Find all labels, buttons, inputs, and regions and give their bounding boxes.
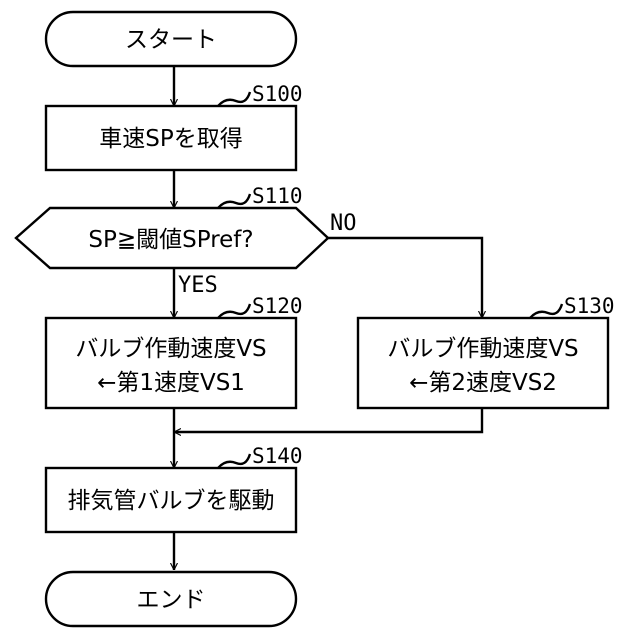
s100-label: 車速SPを取得 — [99, 126, 242, 152]
branch-no-label: NO — [330, 211, 357, 236]
s140-step-id: S140 — [252, 444, 303, 468]
end-label: エンド — [137, 587, 206, 613]
s130-label-line1: バルブ作動速度VS — [387, 336, 578, 362]
branch-yes-label: YES — [178, 273, 218, 298]
arrow-s110-no-to-s130 — [328, 238, 482, 318]
arrow-s130-merge — [174, 408, 482, 432]
s110-tag-leader — [218, 194, 250, 208]
s120-tag-leader — [218, 304, 250, 318]
s140-label: 排気管バルブを駆動 — [68, 488, 275, 514]
s120-step-id: S120 — [252, 294, 303, 318]
s120-label-line1: バルブ作動速度VS — [75, 336, 266, 362]
start-label: スタート — [125, 27, 217, 53]
s120-label-line2: ←第1速度VS1 — [97, 370, 245, 396]
s110-step-id: S110 — [252, 184, 303, 208]
s100-step-id: S100 — [252, 82, 303, 106]
s100-tag-leader — [218, 92, 250, 106]
s140-tag-leader — [218, 454, 250, 468]
s110-label: SP≧閾値SPref? — [88, 227, 253, 253]
s130-label-line2: ←第2速度VS2 — [409, 370, 557, 396]
s130-step-id: S130 — [564, 294, 615, 318]
s130-tag-leader — [530, 304, 562, 318]
